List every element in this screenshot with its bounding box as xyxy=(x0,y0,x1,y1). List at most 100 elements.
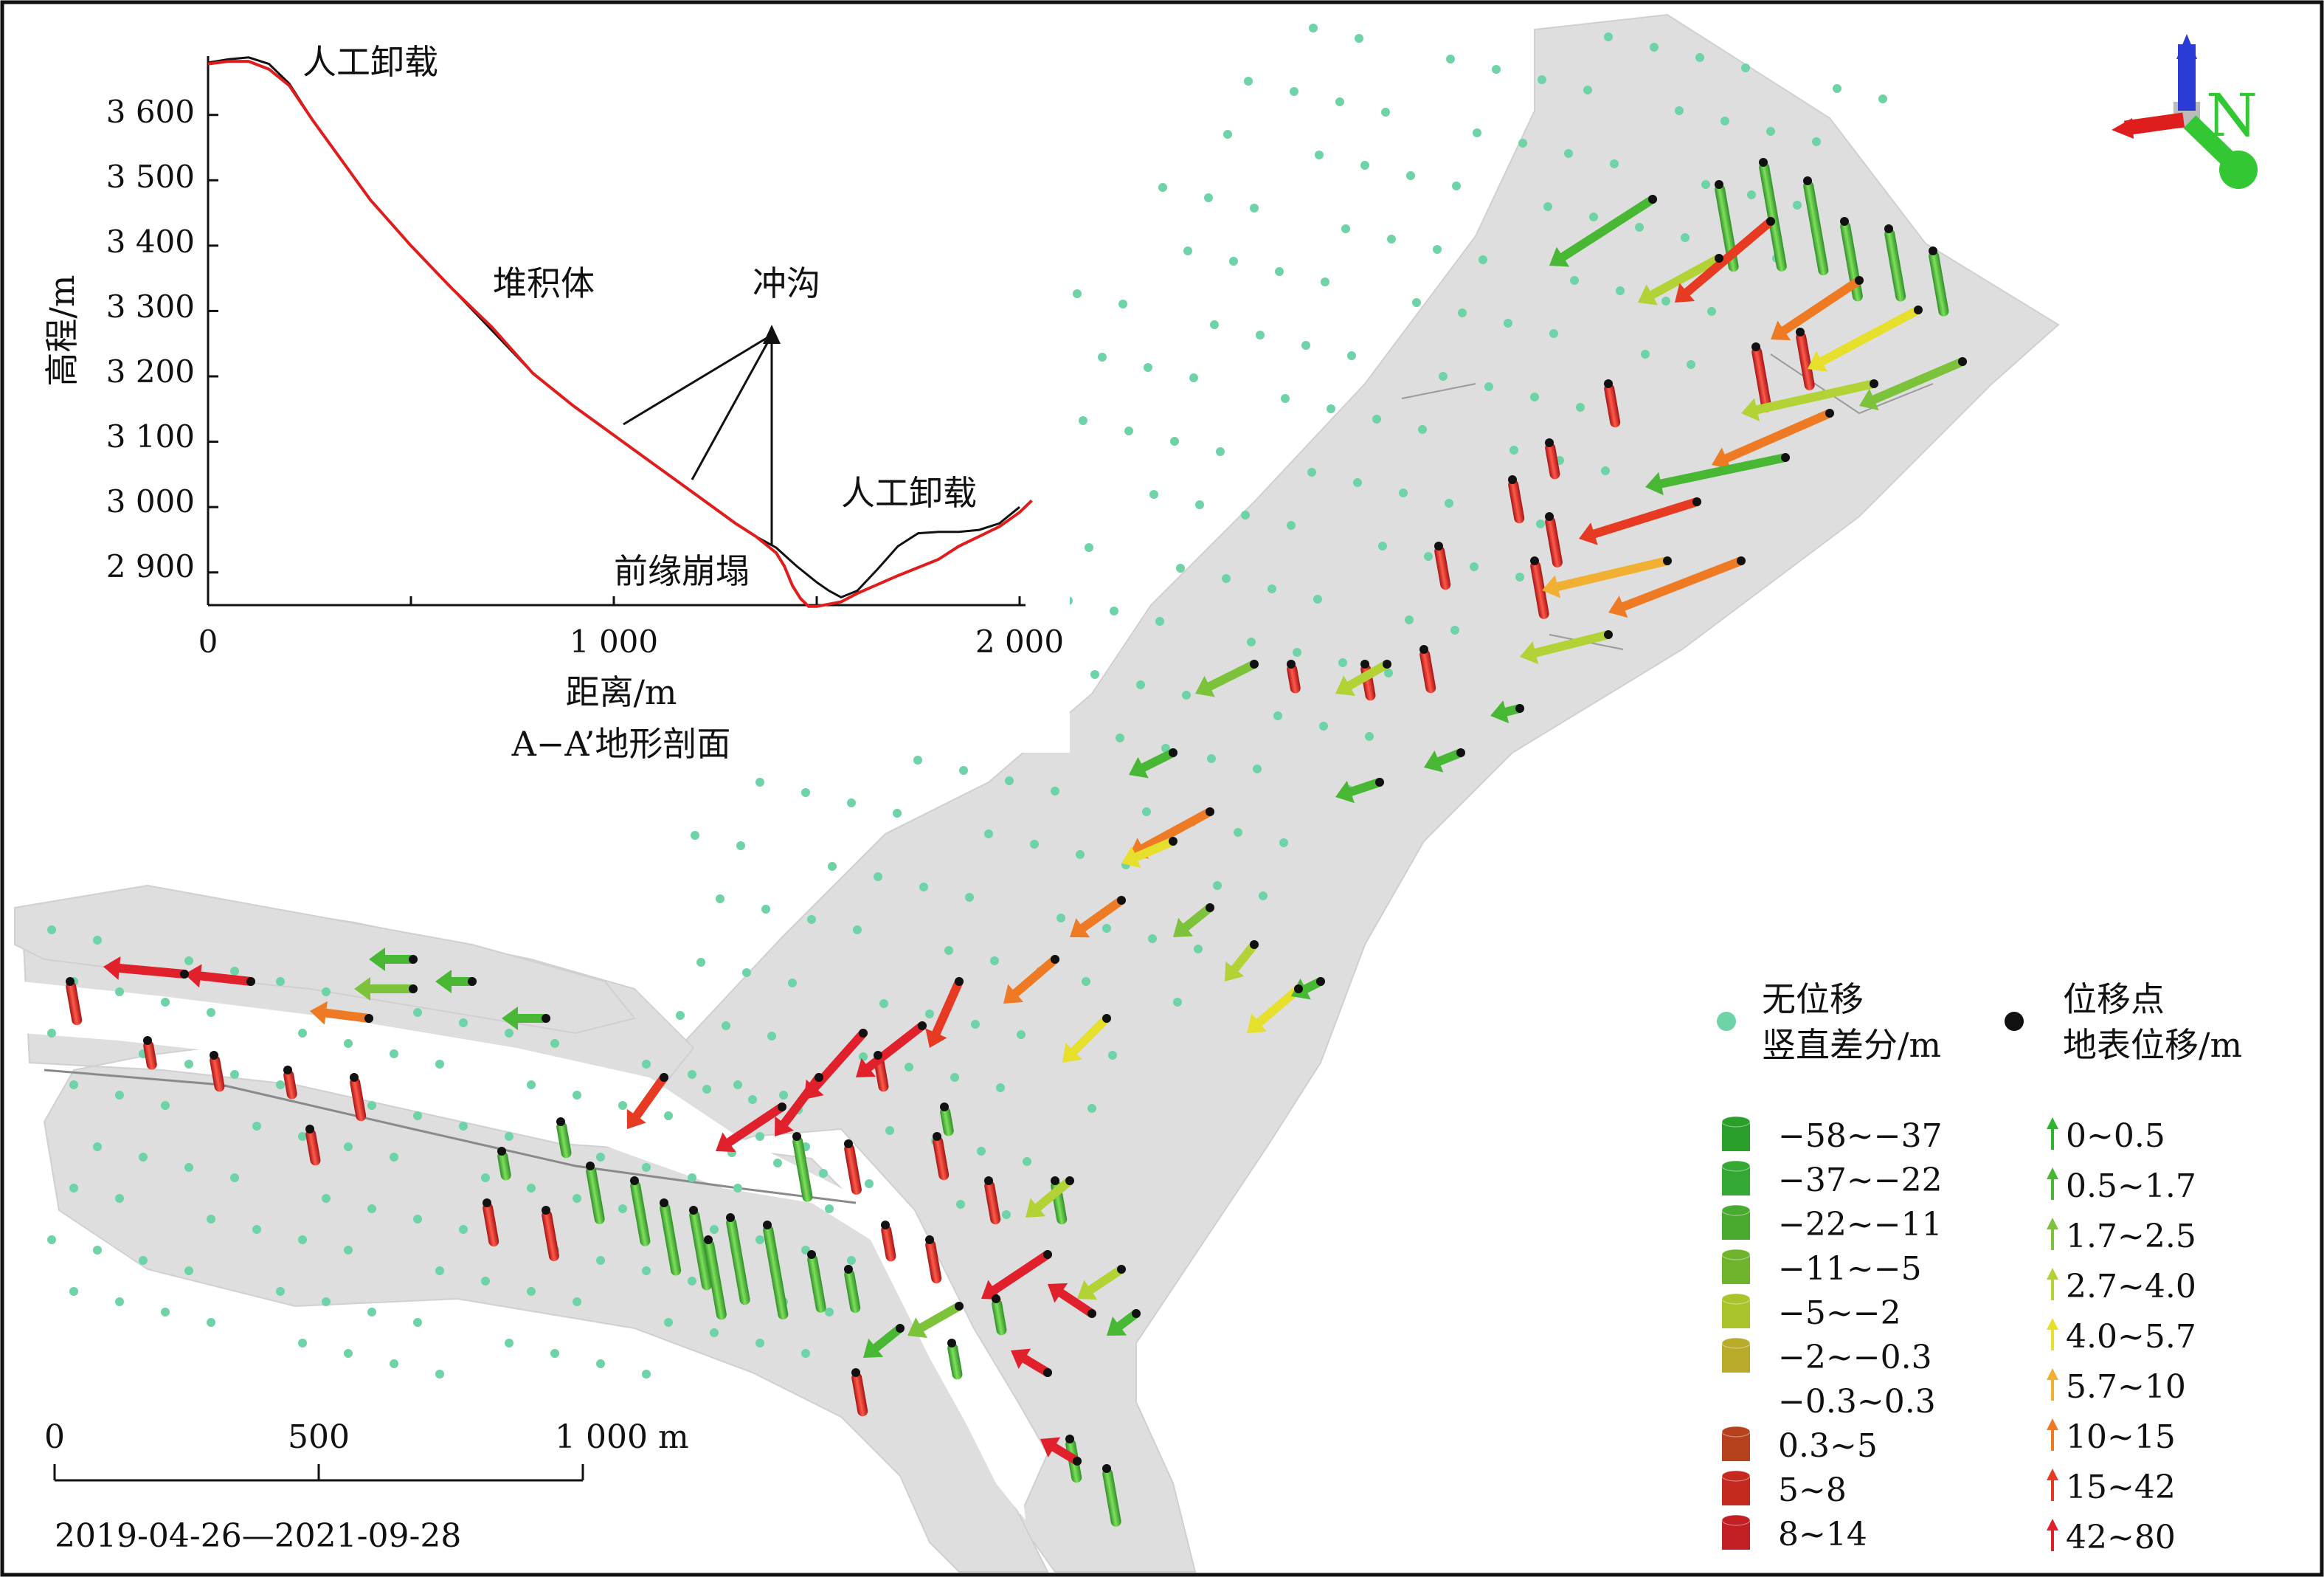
no-displacement-dot xyxy=(459,1225,468,1234)
no-displacement-dot xyxy=(298,1235,307,1244)
displacement-dot xyxy=(1766,217,1775,226)
displacement-dot xyxy=(1250,940,1259,949)
displacement-dot xyxy=(763,1221,772,1229)
displacement-arrow-shaft xyxy=(1817,306,1923,366)
no-displacement-dot xyxy=(642,1060,651,1069)
displacement-dot xyxy=(1102,1014,1111,1023)
displacement-arrow-shaft xyxy=(196,971,255,986)
no-displacement-dot xyxy=(69,1287,78,1296)
scale-tick-0: 0 xyxy=(44,1418,65,1456)
no-displacement-dot xyxy=(959,766,968,775)
no-displacement-dot xyxy=(1136,680,1145,689)
no-displacement-dot xyxy=(230,1070,239,1079)
legend-vertical-label: −37~−22 xyxy=(1778,1162,1943,1199)
displacement-arrow-shaft xyxy=(1181,903,1214,932)
no-displacement-dot xyxy=(1189,373,1198,382)
legend-vertical-label: −0.3~0.3 xyxy=(1778,1383,1936,1421)
displacement-dot xyxy=(350,1073,359,1082)
no-displacement-dot xyxy=(207,1318,215,1327)
no-displacement-dot xyxy=(596,1359,605,1368)
no-displacement-dot xyxy=(1183,246,1192,255)
no-displacement-dot xyxy=(710,1328,719,1337)
no-displacement-dot xyxy=(825,1308,834,1317)
displacement-arrow-head xyxy=(1490,700,1509,724)
no-displacement-dot xyxy=(1543,202,1552,211)
no-displacement-dot xyxy=(1234,828,1242,837)
gizmo-east-axis xyxy=(2123,112,2185,136)
surface-displacement-arrows xyxy=(103,195,1967,1466)
vertical-cylinder xyxy=(1796,331,1815,390)
displacement-dot xyxy=(1796,328,1805,337)
no-displacement-dot xyxy=(550,1349,559,1358)
displacement-dot xyxy=(1117,1265,1126,1274)
displacement-arrow-head xyxy=(1062,1043,1082,1063)
no-displacement-dot xyxy=(618,1204,627,1213)
no-displacement-dot xyxy=(1073,289,1082,298)
no-displacement-dot xyxy=(322,1194,331,1203)
no-displacement-dot xyxy=(1536,520,1545,528)
no-displacement-dot xyxy=(1445,499,1453,508)
terrain-white-gap xyxy=(22,981,1026,1520)
no-displacement-dot xyxy=(1616,286,1625,295)
legend-arrow-head xyxy=(2047,1519,2058,1531)
no-displacement-dot xyxy=(1479,255,1487,264)
no-displacement-dot xyxy=(93,936,102,945)
displacement-arrow-shaft xyxy=(1553,556,1672,591)
displacement-dot xyxy=(1759,158,1768,167)
vertical-cylinder xyxy=(851,1372,868,1417)
no-displacement-dot xyxy=(779,1091,788,1100)
no-displacement-dot xyxy=(1530,393,1539,401)
no-displacement-dot xyxy=(1244,77,1253,86)
displacement-dot xyxy=(726,1213,735,1222)
no-displacement-dot xyxy=(1170,437,1179,446)
legend-arrow-head xyxy=(2047,1318,2058,1330)
no-displacement-dot xyxy=(207,1008,215,1017)
no-displacement-dot xyxy=(139,1153,148,1162)
legend-arrow-head xyxy=(2047,1469,2058,1480)
vertical-cylinder xyxy=(726,1217,750,1305)
no-displacement-dot xyxy=(1450,626,1459,635)
no-displacement-dot xyxy=(390,1049,398,1058)
profile-caption: A−A’地形剖面 xyxy=(511,724,731,764)
no-displacement-dot xyxy=(435,1060,444,1069)
no-displacement-dot xyxy=(1452,182,1461,190)
no-displacement-dot xyxy=(139,1256,148,1265)
no-displacement-dot xyxy=(984,829,993,838)
no-displacement-dot xyxy=(965,893,974,902)
no-displacement-dot xyxy=(1399,489,1408,497)
displacement-dot xyxy=(1715,254,1723,263)
displacement-arrow-shaft xyxy=(321,1008,373,1023)
vertical-cylinder xyxy=(984,1180,1001,1225)
displacement-dot xyxy=(955,977,964,986)
displacement-dot xyxy=(1169,837,1177,846)
no-displacement-dot xyxy=(161,1101,170,1110)
no-displacement-dot xyxy=(1194,945,1203,953)
no-displacement-dot xyxy=(874,872,882,881)
profile-x-tick: 1 000 xyxy=(570,624,658,660)
displacement-arrow-head xyxy=(310,1001,328,1025)
profile-y-label: 高程/m xyxy=(42,275,82,386)
displacement-dot xyxy=(586,1162,595,1170)
no-displacement-dot xyxy=(1601,466,1610,475)
no-displacement-dot xyxy=(1076,850,1085,859)
displacement-dot xyxy=(844,1139,853,1148)
annotation-gully: 冲沟 xyxy=(753,263,820,303)
no-displacement-dot xyxy=(1223,130,1232,139)
no-displacement-dot xyxy=(1439,372,1448,381)
legend-disp-point-label: 位移点 xyxy=(2063,979,2165,1019)
no-displacement-dot xyxy=(1604,32,1613,41)
displacement-dot xyxy=(1958,357,1967,366)
displacement-arrow-head xyxy=(626,1108,646,1129)
no-displacement-dot xyxy=(413,1318,422,1327)
legend-cylinder-top xyxy=(1721,1337,1751,1349)
no-displacement-dot xyxy=(1589,213,1598,221)
legend-arrow-head xyxy=(2047,1418,2058,1430)
no-displacement-dot xyxy=(1515,573,1524,582)
displacement-dot xyxy=(1870,379,1878,388)
legend-horizontal-label: 2.7~4.0 xyxy=(2066,1268,2196,1305)
legend-vertical-label: 8~14 xyxy=(1778,1516,1867,1553)
displacement-arrow-head xyxy=(775,1116,794,1136)
no-displacement-dot xyxy=(977,1147,986,1156)
displacement-arrow-head xyxy=(1011,1348,1031,1370)
no-displacement-dot xyxy=(1116,734,1124,742)
